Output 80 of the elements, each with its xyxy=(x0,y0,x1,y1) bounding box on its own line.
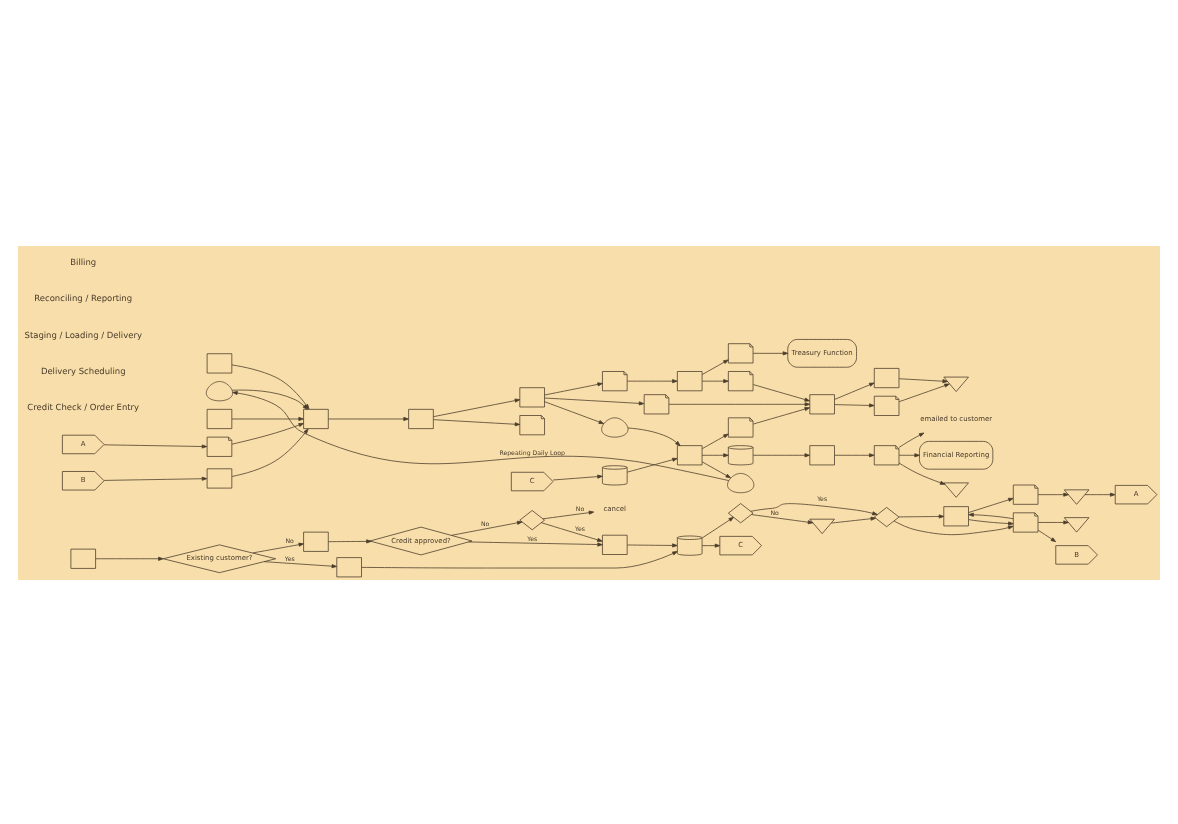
node-box xyxy=(70,547,96,568)
arrow xyxy=(834,381,875,399)
arrow xyxy=(968,496,1014,512)
arrow xyxy=(231,422,304,444)
node-box xyxy=(809,393,835,414)
node-display xyxy=(205,380,234,401)
node-box xyxy=(303,530,329,551)
arrow xyxy=(701,378,729,383)
arrow xyxy=(831,515,877,523)
arrow xyxy=(103,475,208,480)
arrow xyxy=(898,461,946,484)
arrow xyxy=(898,452,920,457)
arrow xyxy=(544,381,603,395)
node-box xyxy=(303,407,329,429)
node-box xyxy=(676,370,703,391)
node-box xyxy=(206,467,233,488)
arrow xyxy=(627,426,681,445)
node-box xyxy=(676,444,703,465)
arrow xyxy=(433,397,521,417)
arrow xyxy=(898,382,950,402)
arrow xyxy=(752,406,810,424)
arrow xyxy=(544,396,645,405)
arrow xyxy=(752,452,810,457)
arrow xyxy=(1084,491,1116,496)
node-box xyxy=(408,407,434,429)
node-display xyxy=(601,416,629,437)
arrow xyxy=(834,452,875,457)
node-box xyxy=(206,407,233,429)
arrow xyxy=(231,415,304,420)
arrow xyxy=(701,515,734,538)
arrow xyxy=(542,509,595,519)
node-triangle xyxy=(943,481,969,497)
arrow xyxy=(898,431,925,447)
node-box xyxy=(519,386,545,407)
arrow xyxy=(468,540,603,546)
arrow xyxy=(627,456,678,472)
arrow xyxy=(701,542,721,547)
arrow xyxy=(751,513,814,524)
node-box xyxy=(602,533,628,554)
arrow xyxy=(968,518,1014,525)
arrow xyxy=(540,521,603,541)
arrow xyxy=(451,519,523,535)
node-box xyxy=(809,444,835,465)
arrow xyxy=(361,550,678,568)
arrow xyxy=(433,418,521,426)
node-box xyxy=(943,505,969,526)
arrow xyxy=(552,473,603,480)
node-box xyxy=(873,367,900,388)
node-diamond xyxy=(519,509,545,530)
arrow xyxy=(893,519,1014,535)
arrow xyxy=(103,443,208,448)
arrow xyxy=(1037,491,1069,496)
arrow xyxy=(701,432,729,449)
arrow xyxy=(898,377,948,383)
arrow xyxy=(231,363,310,409)
arrow xyxy=(1037,519,1069,524)
node-box xyxy=(336,556,362,577)
arrow xyxy=(252,541,304,553)
arrow xyxy=(263,560,337,568)
arrow xyxy=(627,378,678,383)
arrow xyxy=(231,427,309,476)
arrow xyxy=(668,401,811,406)
arrow xyxy=(627,542,678,547)
arrow xyxy=(968,511,1014,519)
arrow xyxy=(1037,528,1057,542)
arrow xyxy=(328,415,409,420)
node-box xyxy=(206,352,233,373)
arrow xyxy=(752,383,810,401)
arrow xyxy=(750,502,878,515)
arrow xyxy=(95,555,164,560)
arrow xyxy=(701,460,731,478)
arrow xyxy=(701,452,729,457)
arrow xyxy=(232,390,730,480)
arrow xyxy=(752,350,789,355)
arrow xyxy=(328,538,372,543)
arrow xyxy=(231,388,308,409)
arrow xyxy=(701,358,729,374)
arrow xyxy=(898,513,945,518)
arrow xyxy=(834,402,875,407)
arrow xyxy=(544,400,605,424)
